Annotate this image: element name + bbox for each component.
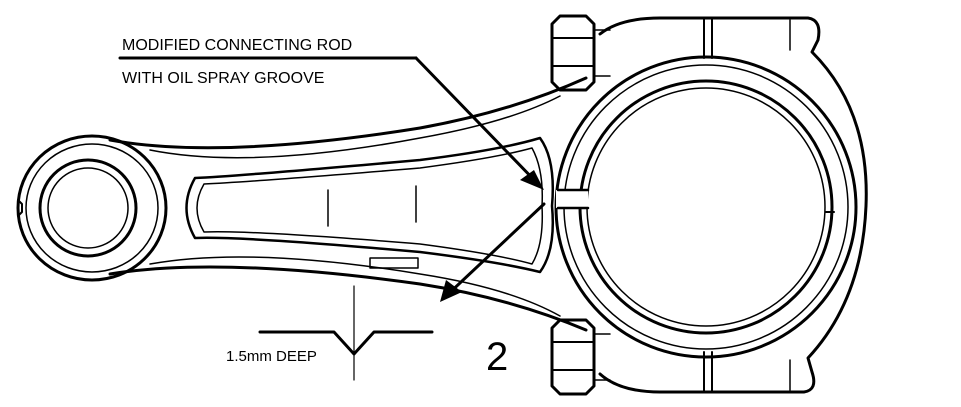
callout-leader bbox=[118, 56, 546, 302]
upper-bolt bbox=[550, 14, 611, 92]
small-end bbox=[16, 134, 168, 282]
figure-number: 2 bbox=[486, 335, 508, 379]
groove-depth-label: 1.5mm DEEP bbox=[226, 348, 317, 365]
lower-bolt bbox=[550, 318, 611, 396]
callout-line-1: MODIFIED CONNECTING ROD bbox=[122, 37, 352, 54]
spray-arrowhead bbox=[440, 280, 462, 302]
big-end bbox=[550, 14, 868, 396]
rod-beam bbox=[108, 76, 588, 332]
groove-profile bbox=[258, 285, 434, 381]
callout-line-2: WITH OIL SPRAY GROOVE bbox=[122, 70, 324, 87]
callout-arrowhead bbox=[520, 170, 544, 190]
